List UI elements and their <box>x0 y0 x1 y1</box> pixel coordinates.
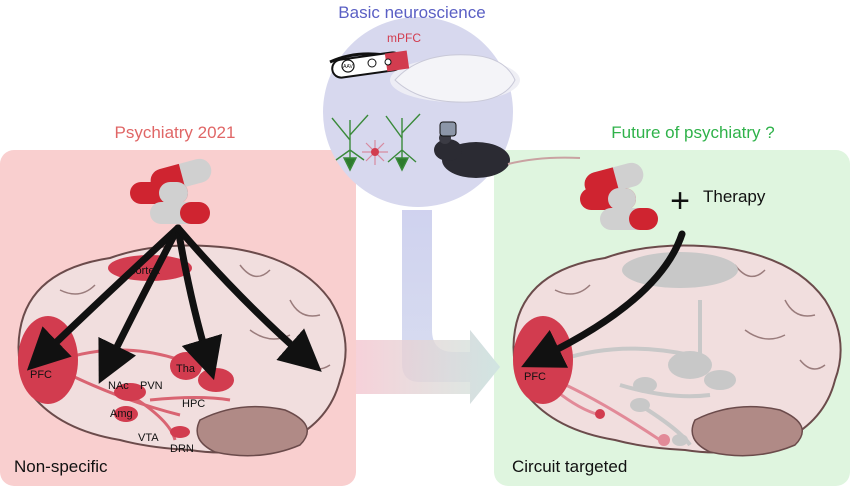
therapy-label: Therapy <box>703 187 766 206</box>
right-targeted-arrow <box>521 230 686 368</box>
pills-icon-right <box>580 162 658 230</box>
interneuron-illustration <box>362 140 388 165</box>
right-region-pfc: PFC <box>524 371 546 383</box>
right-caption: Circuit targeted <box>512 457 627 476</box>
right-title: Future of psychiatry ? <box>611 123 774 142</box>
left-caption: Non-specific <box>14 457 108 476</box>
neurons-illustration <box>331 113 421 172</box>
region-amg: Amg <box>110 408 133 420</box>
basic-neuroscience-circle <box>323 17 513 207</box>
region-drn: DRN <box>170 443 194 455</box>
region-pvn: PVN <box>140 380 163 392</box>
center-title: Basic neuroscience <box>338 3 485 22</box>
pills-icon-left <box>130 158 212 224</box>
left-title: Psychiatry 2021 <box>115 123 236 142</box>
mouse-icon <box>434 121 581 178</box>
rodent-brain-illustration <box>390 54 520 103</box>
flow-arrow-left-to-right <box>356 330 500 404</box>
region-tha: Tha <box>176 363 196 375</box>
left-drug-arrows <box>26 224 322 384</box>
aav-label: AAV <box>343 64 353 70</box>
region-pfc: PFC <box>30 369 52 381</box>
region-vta: VTA <box>138 432 159 444</box>
plus-sign: + <box>670 182 690 220</box>
mpfc-label: mPFC <box>387 31 421 45</box>
aav-injection-icon: AAV <box>329 50 410 79</box>
region-hpc: HPC <box>182 398 205 410</box>
region-nac: NAc <box>108 380 129 392</box>
